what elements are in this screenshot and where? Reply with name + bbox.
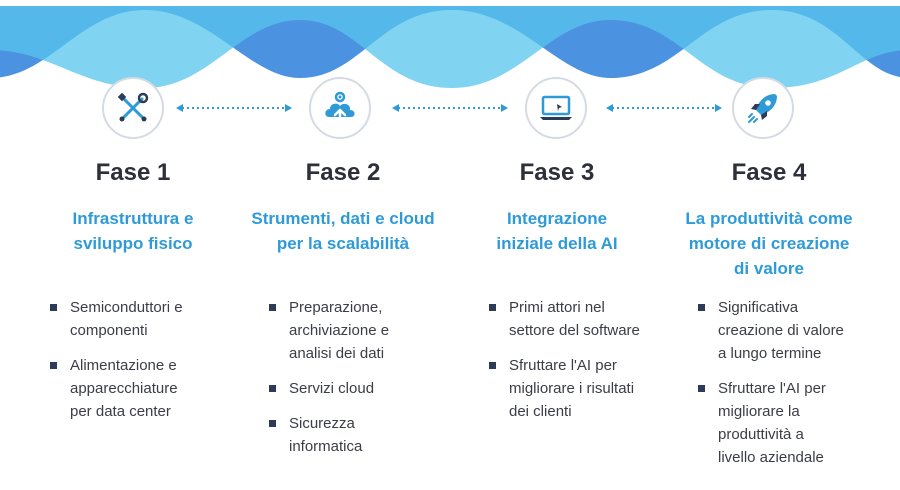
list-item: Sfruttare l'AI per migliorare la produtt… — [696, 377, 886, 469]
phase-3-header: Fase 3 Integrazione iniziale della AI — [452, 158, 662, 256]
phase-title: Fase 3 — [519, 159, 595, 186]
list-item: Semiconduttori e componenti — [48, 296, 233, 342]
bullet-line: informatica — [289, 438, 363, 455]
subtitle-line: La produttività come — [685, 209, 853, 228]
rocket-icon — [748, 94, 777, 123]
subtitle-line: sviluppo fisico — [73, 234, 193, 253]
phase-2-bullets: Preparazione, archiviazione e analisi de… — [267, 296, 447, 470]
phase-1-bullets: Semiconduttori e componenti Alimentazion… — [48, 296, 233, 435]
bullet-square-icon — [269, 385, 276, 392]
subtitle-line: Infrastruttura e — [72, 209, 194, 228]
bullet-line: per data center — [70, 403, 171, 420]
bullet-line: dei clienti — [509, 403, 572, 420]
list-item: Preparazione, archiviazione e analisi de… — [267, 296, 447, 365]
connector-1-2 — [176, 104, 292, 112]
laptop-icon — [540, 95, 572, 120]
phase-2-header: Fase 2 Strumenti, dati e cloud per la sc… — [233, 158, 453, 256]
list-item: Significativa creazione di valore a lung… — [696, 296, 886, 365]
bullet-square-icon — [269, 420, 276, 427]
bullet-line: Preparazione, — [289, 299, 383, 316]
tools-icon — [117, 92, 149, 122]
bullet-square-icon — [489, 304, 496, 311]
phase-3-bullets: Primi attori nel settore del software Sf… — [487, 296, 682, 435]
phase-4-icon-circle — [732, 77, 794, 139]
bullet-line: apparecchiature — [70, 380, 178, 397]
phase-subtitle: Integrazione iniziale della AI — [452, 206, 662, 256]
phase-2-icon-circle — [309, 77, 371, 139]
phase-1-icon-circle — [102, 77, 164, 139]
bullet-line: settore del software — [509, 322, 640, 339]
connector-3-4 — [606, 104, 722, 112]
bullet-line: Primi attori nel — [509, 299, 605, 316]
wave-band — [0, 0, 900, 88]
bullet-square-icon — [698, 304, 705, 311]
bullet-square-icon — [269, 304, 276, 311]
bullet-line: Semiconduttori e — [70, 299, 183, 316]
bullet-line: creazione di valore — [718, 322, 844, 339]
phase-subtitle: Strumenti, dati e cloud per la scalabili… — [233, 206, 453, 256]
list-item: Sfruttare l'AI per migliorare i risultat… — [487, 354, 682, 423]
bullet-line: archiviazione e — [289, 322, 390, 339]
bullet-line: Sicurezza — [289, 415, 355, 432]
subtitle-line: Strumenti, dati e cloud — [251, 209, 435, 228]
bullet-line: migliorare i risultati — [509, 380, 635, 397]
connector-2-3 — [392, 104, 508, 112]
phase-subtitle: Infrastruttura e sviluppo fisico — [28, 206, 238, 256]
subtitle-line: motore di creazione — [688, 234, 850, 253]
bullet-line: produttività a — [718, 426, 804, 443]
bullet-line: migliorare la — [718, 403, 800, 420]
bullet-square-icon — [489, 362, 496, 369]
phase-4-header: Fase 4 La produttività come motore di cr… — [664, 158, 874, 281]
bullet-square-icon — [698, 385, 705, 392]
subtitle-line: di valore — [734, 259, 804, 278]
list-item: Sicurezza informatica — [267, 412, 447, 458]
list-item: Primi attori nel settore del software — [487, 296, 682, 342]
cloud-upload-gear-icon — [325, 91, 355, 125]
bullet-line: Significativa — [718, 299, 799, 316]
phase-3-icon-circle — [525, 77, 587, 139]
bullet-line: Sfruttare l'AI per — [718, 380, 826, 397]
bullet-line: Servizi cloud — [289, 380, 375, 397]
list-item: Alimentazione e apparecchiature per data… — [48, 354, 233, 423]
bullet-line: componenti — [70, 322, 148, 339]
bullet-square-icon — [50, 362, 57, 369]
bullet-line: a lungo termine — [718, 345, 822, 362]
bullet-square-icon — [50, 304, 57, 311]
phase-title: Fase 1 — [95, 159, 171, 186]
phase-4-bullets: Significativa creazione di valore a lung… — [696, 296, 886, 481]
subtitle-line: per la scalabilità — [276, 234, 410, 253]
phase-subtitle: La produttività come motore di creazione… — [664, 206, 874, 281]
phase-1-header: Fase 1 Infrastruttura e sviluppo fisico — [28, 158, 238, 256]
phase-title: Fase 4 — [731, 159, 807, 186]
bullet-line: livello aziendale — [718, 449, 824, 466]
bullet-line: analisi dei dati — [289, 345, 385, 362]
subtitle-line: iniziale della AI — [496, 234, 618, 253]
phase-title: Fase 2 — [305, 159, 381, 186]
bullet-line: Sfruttare l'AI per — [509, 357, 617, 374]
bullet-line: Alimentazione e — [70, 357, 177, 374]
subtitle-line: Integrazione — [506, 209, 608, 228]
list-item: Servizi cloud — [267, 377, 447, 400]
